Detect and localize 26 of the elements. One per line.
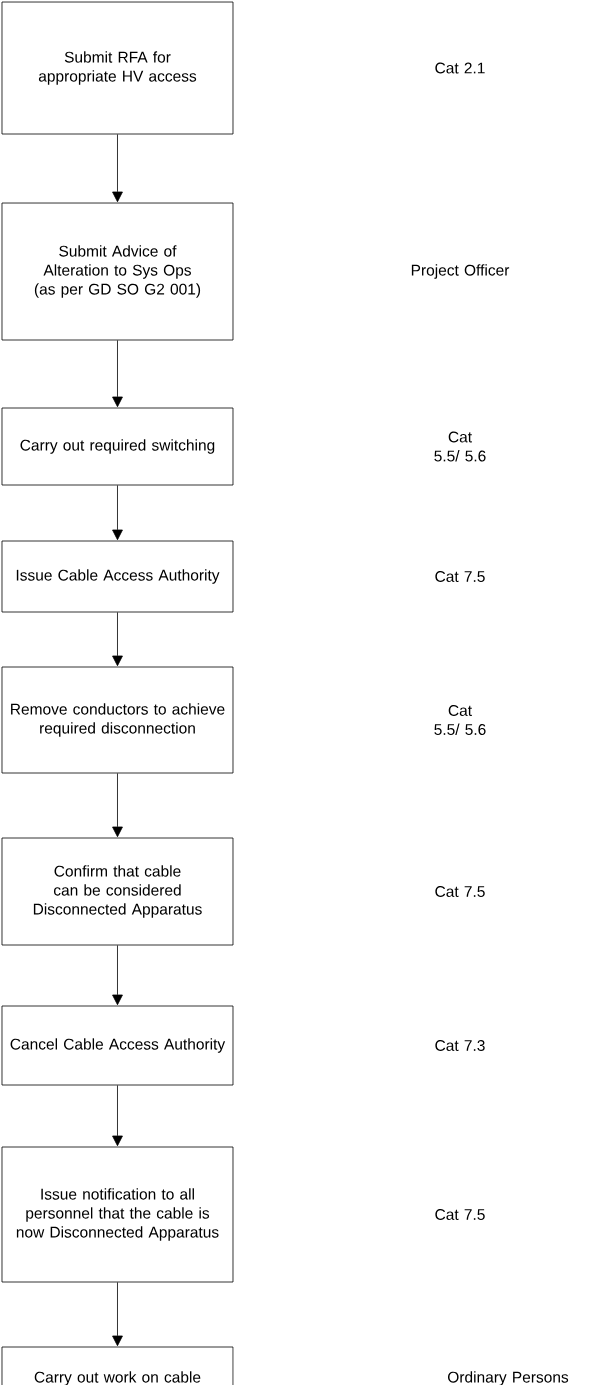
- arrow: [112, 1085, 123, 1147]
- process-box: Issue Cable Access Authority: [1, 540, 234, 613]
- arrow: [112, 485, 123, 541]
- process-box: Cancel Cable Access Authority: [1, 1005, 234, 1086]
- arrow: [112, 945, 123, 1006]
- process-box: Submit RFA for appropriate HV access: [1, 1, 234, 135]
- process-box: Confirm that cable can be considered Disconnected Apparatus: [1, 837, 234, 946]
- side-label: Cat 7.5: [435, 571, 485, 582]
- side-label: Cat 7.5: [435, 1209, 485, 1220]
- side-label: Cat 5.5/ 5.6: [434, 705, 486, 735]
- process-box: Submit Advice of Alteration to Sys Ops (as per GD SO G2 001): [1, 202, 234, 341]
- arrow: [112, 1282, 123, 1347]
- side-label: Ordinary Persons: [448, 1371, 569, 1385]
- arrow: [112, 134, 123, 203]
- side-label: Cat 7.5: [435, 886, 485, 897]
- process-box: Carry out required switching: [1, 407, 234, 486]
- side-label: Cat 5.5/ 5.6: [434, 431, 486, 462]
- arrow: [112, 340, 123, 408]
- side-label: Cat 2.1: [435, 62, 485, 74]
- side-label: Cat 7.3: [435, 1040, 485, 1051]
- arrow: [112, 612, 123, 667]
- process-box: Carry out work on cable: [1, 1346, 234, 1385]
- process-box: Issue notification to all personnel that the cable is now Disconnected Apparatus: [1, 1146, 234, 1283]
- process-box: Remove conductors to achieve required disconnection: [1, 666, 234, 774]
- arrow: [112, 773, 123, 838]
- side-label: Project Officer: [411, 264, 510, 279]
